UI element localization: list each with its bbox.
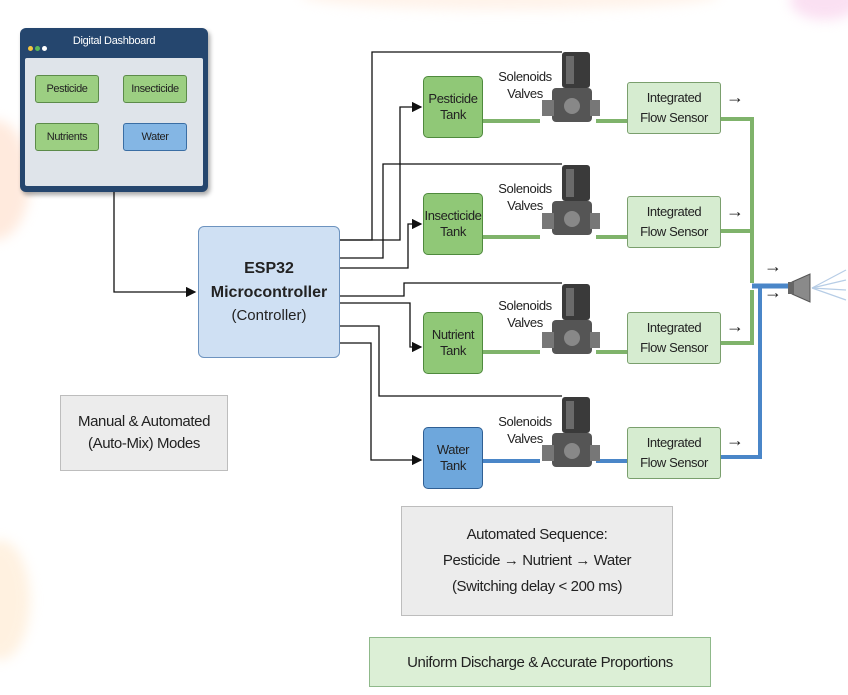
flow-sensor-label: Flow Sensor xyxy=(640,224,708,239)
signal-wire xyxy=(113,192,197,298)
flow-sensor-label: Integrated xyxy=(646,90,702,105)
modes-line: Manual & Automated xyxy=(77,413,211,430)
solenoid-valve-label: Solenoids Valves xyxy=(492,413,558,447)
tank-label: Tank xyxy=(440,343,466,358)
signal-wire xyxy=(340,163,562,259)
controller-name: ESP32 xyxy=(244,260,294,277)
tank-label: Tank xyxy=(440,107,466,122)
green-pipe xyxy=(721,117,754,283)
valve-label-line: Valves xyxy=(507,315,543,330)
flow-arrow-icon: → xyxy=(726,430,744,450)
modes-note: Manual & Automated (Auto-Mix) Modes xyxy=(60,395,228,471)
signal-wire xyxy=(340,282,562,297)
tank-label: Pesticide xyxy=(428,91,478,106)
window-dot-icon xyxy=(28,46,33,51)
water-tank: Water Tank xyxy=(423,427,483,489)
sequence-line: Automated Sequence: xyxy=(466,526,608,543)
solenoid-valve-icon xyxy=(542,284,600,354)
signal-wire xyxy=(340,302,423,353)
tank-label: Tank xyxy=(440,458,466,473)
flow-arrow-icon: → xyxy=(726,316,744,336)
esp32-controller: ESP32 Microcontroller (Controller) xyxy=(198,226,340,358)
insecticide-tank: Insecticide Tank xyxy=(423,193,483,255)
sequence-line: Pesticide → Nutrient → Water xyxy=(442,552,632,569)
water-button[interactable]: Water xyxy=(123,123,187,151)
background-blob xyxy=(790,0,848,20)
background-blob xyxy=(300,0,720,10)
modes-line: (Auto-Mix) Modes xyxy=(88,435,200,452)
flow-arrow-icon: → xyxy=(764,256,782,276)
result-box: Uniform Discharge & Accurate Proportions xyxy=(369,637,711,687)
window-dot-icon xyxy=(42,46,47,51)
flow-sensor-label: Flow Sensor xyxy=(640,455,708,470)
valve-label-line: Solenoids xyxy=(498,414,552,429)
pesticide-button[interactable]: Pesticide xyxy=(35,75,99,103)
insecticide-button[interactable]: Insecticide xyxy=(123,75,187,103)
solenoid-valve-icon xyxy=(542,52,600,122)
automated-sequence-box: Automated Sequence: Pesticide → Nutrient… xyxy=(401,506,673,616)
dashboard-title: Digital Dashboard xyxy=(72,35,156,47)
flow-sensor-label: Integrated xyxy=(646,204,702,219)
flow-sensor: Integrated Flow Sensor xyxy=(627,196,721,248)
flow-arrow-icon: → xyxy=(764,282,782,302)
solenoid-valve-label: Solenoids Valves xyxy=(492,68,558,102)
signal-wire xyxy=(340,218,423,269)
green-pipe xyxy=(721,290,754,345)
flow-sensor-label: Flow Sensor xyxy=(640,110,708,125)
valve-label-line: Solenoids xyxy=(498,181,552,196)
tank-label: Insecticide xyxy=(424,208,482,223)
flow-sensor: Integrated Flow Sensor xyxy=(627,427,721,479)
flow-sensor-label: Integrated xyxy=(646,435,702,450)
controller-role: (Controller) xyxy=(231,307,307,324)
valve-label-line: Valves xyxy=(507,86,543,101)
nutrient-tank: Nutrient Tank xyxy=(423,312,483,374)
digital-dashboard: Digital Dashboard Pesticide Insecticide … xyxy=(20,28,208,192)
valve-label-line: Valves xyxy=(507,431,543,446)
pesticide-tank: Pesticide Tank xyxy=(423,76,483,138)
sequence-line: (Switching delay < 200 ms) xyxy=(451,578,623,595)
flow-arrow-icon: → xyxy=(726,201,744,221)
signal-wire xyxy=(340,101,423,241)
solenoid-valve-label: Solenoids Valves xyxy=(492,297,558,331)
solenoid-valve-label: Solenoids Valves xyxy=(492,180,558,214)
valve-label-line: Valves xyxy=(507,198,543,213)
tank-label: Tank xyxy=(440,224,466,239)
flow-sensor-label: Flow Sensor xyxy=(640,340,708,355)
solenoid-valve-icon xyxy=(542,397,600,467)
flow-sensor-label: Integrated xyxy=(646,320,702,335)
window-controls xyxy=(28,38,49,56)
solenoid-valve-icon xyxy=(542,165,600,235)
valve-label-line: Solenoids xyxy=(498,69,552,84)
flow-sensor: Integrated Flow Sensor xyxy=(627,312,721,364)
tank-label: Water xyxy=(436,442,470,457)
signal-wire xyxy=(340,325,562,397)
tank-label: Nutrient xyxy=(431,327,475,342)
spray-nozzle-icon xyxy=(788,269,847,303)
window-dot-icon xyxy=(35,46,40,51)
nutrients-button[interactable]: Nutrients xyxy=(35,123,99,151)
flow-arrow-icon: → xyxy=(726,87,744,107)
controller-type: Microcontroller xyxy=(210,284,328,301)
signal-wire xyxy=(340,342,423,466)
blue-pipe xyxy=(721,288,762,459)
valve-label-line: Solenoids xyxy=(498,298,552,313)
dashboard-body: Pesticide Insecticide Nutrients Water xyxy=(25,58,203,186)
flow-sensor: Integrated Flow Sensor xyxy=(627,82,721,134)
